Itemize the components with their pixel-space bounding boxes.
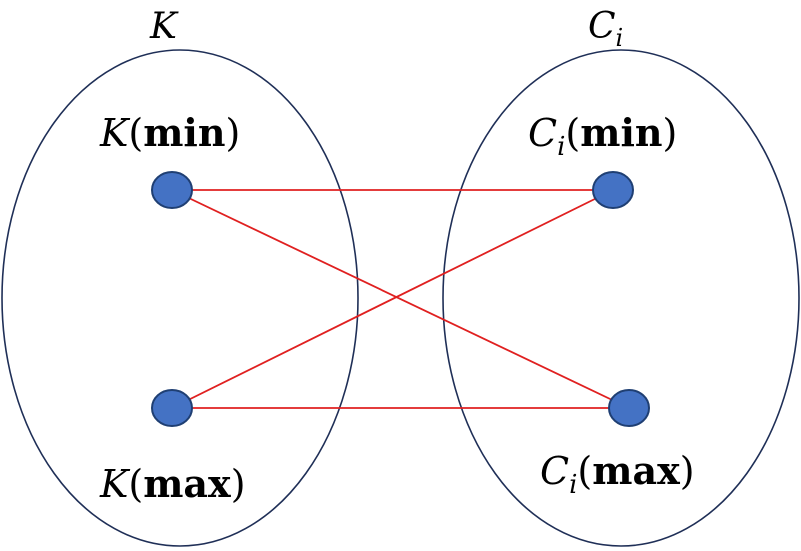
- set-k-title: K: [149, 6, 179, 47]
- label-ci-max: Ci(max): [540, 448, 695, 500]
- set-ci-title-var: C: [588, 6, 616, 47]
- set-ci-ellipse: [442, 49, 800, 547]
- node-k-min[interactable]: [151, 171, 193, 209]
- label-ci-max-subscript: i: [569, 470, 577, 500]
- label-k-max-word: max: [143, 461, 231, 506]
- edges-group: [171, 189, 630, 409]
- label-k-max: K(max): [99, 461, 246, 506]
- set-ci-title: Ci: [588, 6, 623, 52]
- label-k-min-var: K: [99, 111, 131, 155]
- label-k-min-word: min: [143, 110, 225, 155]
- label-k-max-close: ): [231, 462, 246, 506]
- node-k-max[interactable]: [151, 389, 193, 427]
- set-ci-title-subscript: i: [616, 24, 624, 52]
- set-k-ellipse: [1, 49, 359, 547]
- label-ci-max-close: ): [680, 449, 695, 493]
- label-ci-max-var: C: [540, 449, 569, 493]
- label-ci-min-open: (: [565, 111, 580, 155]
- label-ci-max-word: max: [592, 448, 680, 493]
- label-k-max-var: K: [99, 462, 131, 506]
- label-k-max-open: (: [128, 462, 143, 506]
- label-k-min-close: ): [226, 111, 241, 155]
- label-ci-min: Ci(min): [528, 110, 677, 162]
- node-ci-max[interactable]: [608, 389, 650, 427]
- label-k-min-open: (: [128, 111, 143, 155]
- label-ci-min-var: C: [528, 111, 557, 155]
- edge-k-max-to-c-min: [171, 189, 614, 409]
- node-ci-min[interactable]: [592, 171, 634, 209]
- label-ci-min-subscript: i: [557, 132, 565, 162]
- edge-k-min-to-c-max: [171, 189, 630, 409]
- label-ci-min-close: ): [663, 111, 678, 155]
- label-ci-min-word: min: [580, 110, 662, 155]
- label-ci-max-open: (: [577, 449, 592, 493]
- label-k-min: K(min): [99, 110, 240, 155]
